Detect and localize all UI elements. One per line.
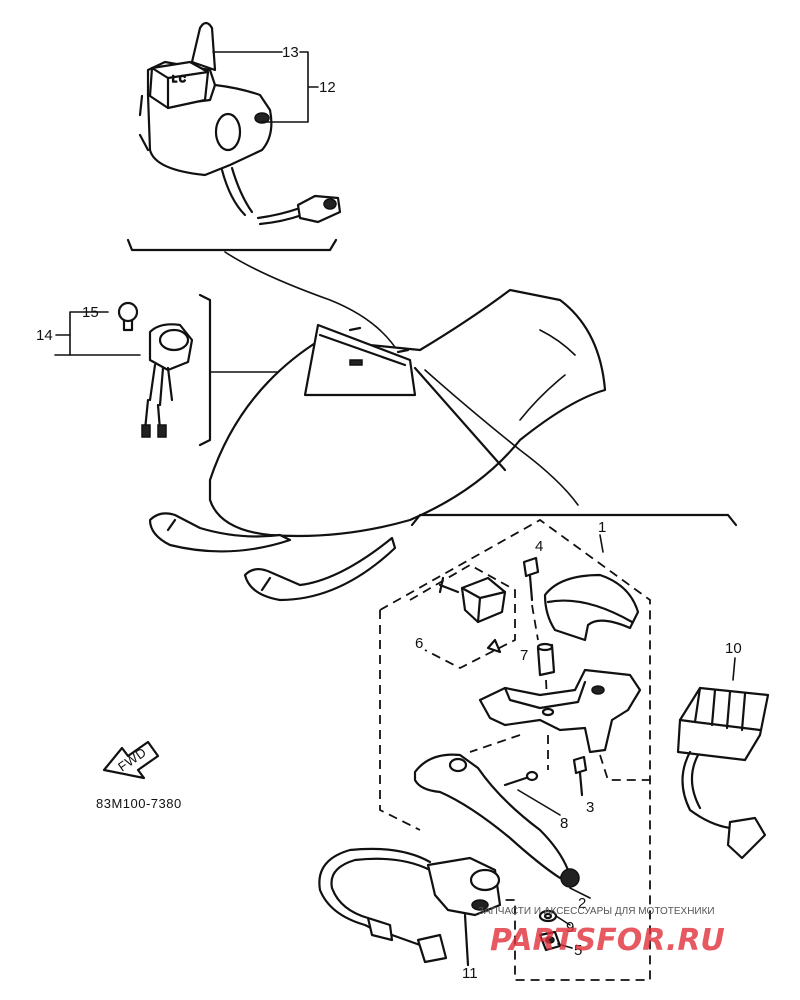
callout-2: 2 bbox=[578, 895, 586, 912]
callout-12: 12 bbox=[319, 79, 336, 96]
top-group-bracket bbox=[126, 238, 338, 252]
sleeve-part-7 bbox=[536, 642, 556, 677]
brake-switch-part-11 bbox=[318, 847, 502, 964]
callout-7: 7 bbox=[520, 647, 528, 664]
brake-lever-part-2 bbox=[413, 753, 580, 888]
relay-part-10 bbox=[676, 686, 770, 860]
callout-1: 1 bbox=[598, 519, 606, 536]
callout-3: 3 bbox=[586, 799, 594, 816]
key-part bbox=[117, 301, 139, 332]
nut-part-5 bbox=[538, 930, 562, 952]
brake-switch-part-6 bbox=[438, 576, 507, 654]
top-leader-line bbox=[224, 251, 401, 356]
callout-5: 5 bbox=[574, 942, 582, 959]
callout-9: 9 bbox=[566, 919, 574, 936]
callout-14: 14 bbox=[36, 327, 53, 344]
watermark: ЗАПЧАСТИ И АКСЕССУАРЫ ДЛЯ МОТОТЕХНИКИ PA… bbox=[478, 906, 725, 958]
callout-15-leader bbox=[54, 311, 109, 356]
watermark-logo: PARTSFOR.RU bbox=[490, 923, 725, 958]
diagram-code: 83M100-7380 bbox=[96, 796, 182, 811]
left-group-bracket bbox=[198, 293, 212, 447]
bottom-leader-line bbox=[424, 369, 579, 506]
main-switch-part bbox=[141, 323, 194, 438]
callout-13: 13 bbox=[282, 44, 299, 61]
watermark-caption: ЗАПЧАСТИ И АКСЕССУАРЫ ДЛЯ МОТОТЕХНИКИ bbox=[478, 906, 715, 917]
assembly-outline-dashed bbox=[379, 518, 651, 981]
fwd-arrow-icon: FWD bbox=[102, 740, 160, 780]
svg-text:L C: L C bbox=[172, 74, 186, 84]
lever-bracket-part bbox=[478, 668, 642, 754]
callout-6: 6 bbox=[415, 635, 423, 652]
callout-12-bracket bbox=[261, 51, 319, 123]
bolt-part-4 bbox=[522, 556, 540, 602]
bolt-part-3 bbox=[572, 755, 588, 797]
lever-cover-part bbox=[543, 573, 640, 642]
bottom-group-bracket bbox=[410, 513, 738, 527]
switch-housing-assembly: L C bbox=[138, 21, 342, 226]
callout-15: 15 bbox=[82, 304, 99, 321]
callout-8: 8 bbox=[560, 815, 568, 832]
snowmobile-body bbox=[148, 288, 607, 602]
callout-10: 10 bbox=[725, 640, 742, 657]
callout-4: 4 bbox=[535, 538, 543, 555]
callout-11: 11 bbox=[462, 965, 478, 982]
pin-part-8 bbox=[503, 770, 539, 787]
